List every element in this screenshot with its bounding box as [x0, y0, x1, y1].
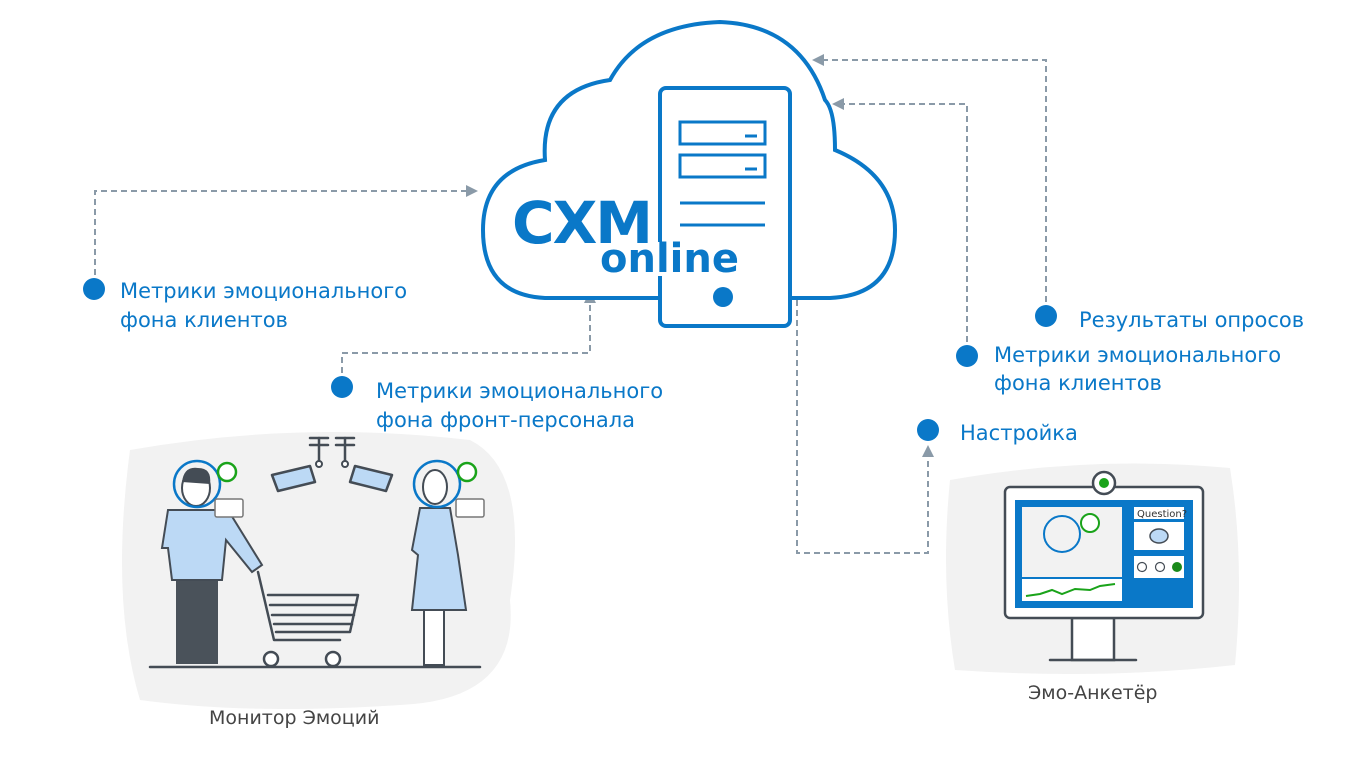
- shopping-cart-icon: [256, 570, 360, 668]
- customer-figure: [160, 459, 264, 664]
- server-icon: [658, 86, 792, 328]
- smile-icon: [456, 461, 478, 483]
- label-left-clients-line1: Метрики эмоционального: [120, 279, 407, 303]
- bullet-icon: [1035, 305, 1057, 327]
- camera-icon: [334, 436, 394, 493]
- label-right-clients-line1: Метрики эмоционального: [994, 343, 1281, 367]
- label-staff-line2: фона фронт-персонала: [376, 408, 635, 432]
- bullet-icon: [956, 345, 978, 367]
- emotion-monitor-illustration: [148, 436, 485, 669]
- smile-icon: [216, 461, 238, 483]
- bullet-icon: [917, 419, 939, 441]
- bullet-icon: [83, 278, 105, 300]
- emo-survey-kiosk-illustration: Question?: [1003, 470, 1205, 662]
- staff-figure: [410, 459, 485, 666]
- kiosk-question-text: Question?: [1137, 509, 1187, 520]
- label-survey-results: Результаты опросов: [1079, 308, 1304, 332]
- connector-settings: [796, 290, 934, 554]
- connector-right-clients: [832, 98, 968, 352]
- label-right-clients-line2: фона клиентов: [994, 371, 1162, 395]
- label-staff-line1: Метрики эмоционального: [376, 379, 663, 403]
- connector-staff: [341, 291, 596, 383]
- bullet-icon: [331, 376, 353, 398]
- cxm-subtitle: online: [600, 236, 739, 282]
- label-left-clients-line2: фона клиентов: [120, 308, 288, 332]
- connector-left-clients: [94, 185, 478, 285]
- cxm-title: CXM: [512, 189, 651, 257]
- camera-icon: [270, 436, 330, 493]
- caption-emo-survey-kiosk: Эмо-Анкетёр: [1028, 682, 1157, 704]
- label-settings: Настройка: [960, 421, 1078, 445]
- caption-emotion-monitor: Монитор Эмоций: [209, 707, 379, 729]
- smile-icon: [1080, 513, 1100, 533]
- connector-survey-results: [812, 54, 1047, 312]
